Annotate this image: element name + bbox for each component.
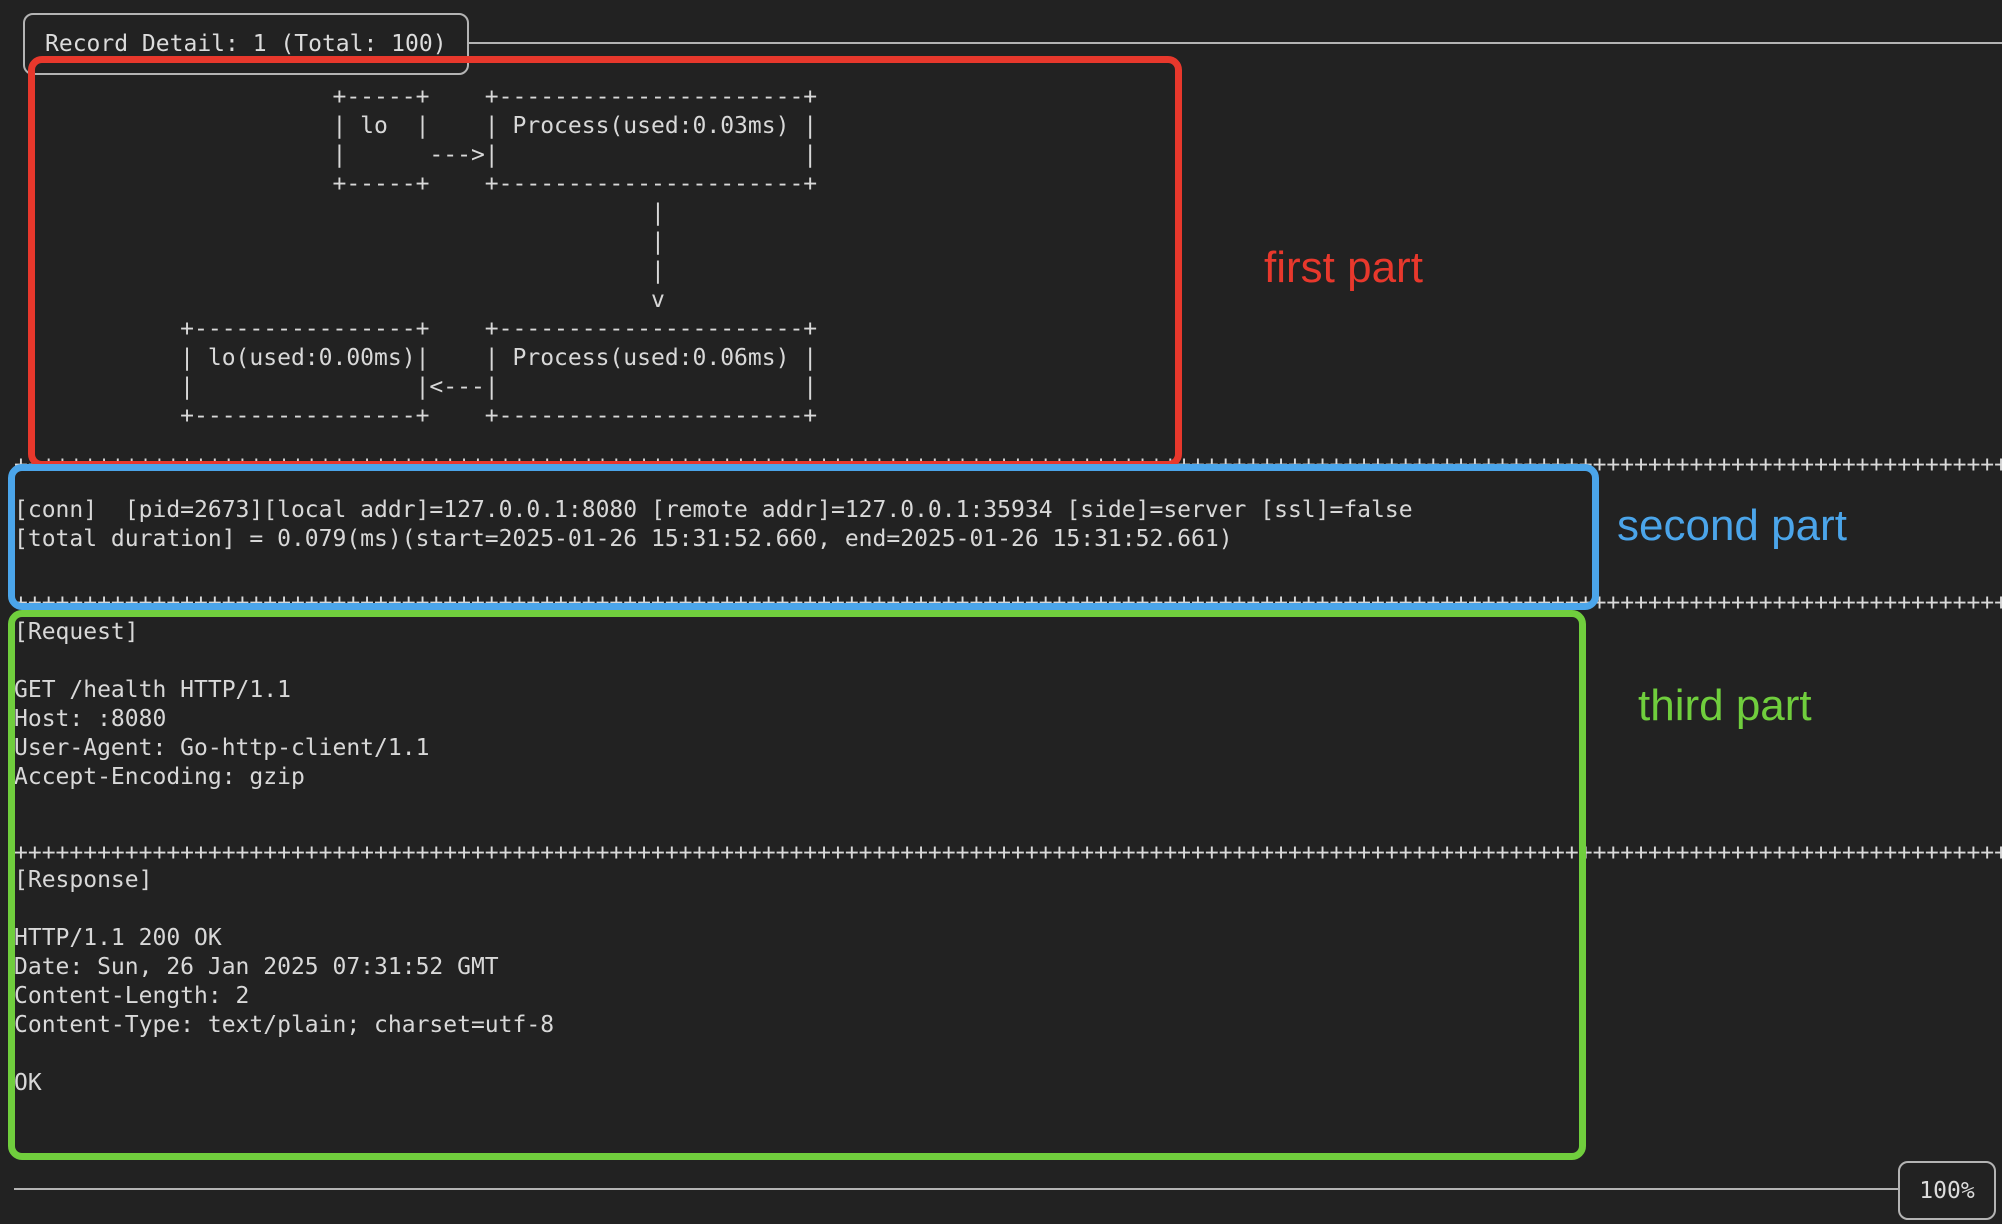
annotation-label-second-part: second part <box>1617 501 1847 550</box>
annotation-box-first-part <box>28 56 1182 468</box>
annotation-box-third-part <box>8 610 1586 1160</box>
response-section: [Response] HTTP/1.1 200 OK Date: Sun, 26… <box>14 867 555 1096</box>
scroll-percent-badge: 100% <box>1898 1161 1996 1220</box>
terminal-bottom-border <box>14 1188 1982 1190</box>
separator-row-3: ++++++++++++++++++++++++++++++++++++++++… <box>14 840 2002 866</box>
scroll-percent-value: 100% <box>1919 1177 1975 1204</box>
annotation-label-third-part: third part <box>1638 681 1812 730</box>
record-detail-title: Record Detail: 1 (Total: 100) <box>23 13 469 75</box>
annotation-label-first-part: first part <box>1264 243 1423 292</box>
request-section: [Request] GET /health HTTP/1.1 Host: :80… <box>14 619 430 790</box>
annotation-box-second-part <box>8 464 1599 610</box>
conn-info: [conn] [pid=2673][local addr]=127.0.0.1:… <box>14 497 1413 552</box>
terminal-top-border <box>23 42 2002 44</box>
record-detail-title-text: Record Detail: 1 (Total: 100) <box>45 31 447 57</box>
flow-diagram: +-----+ +----------------------+ | lo | … <box>180 84 818 429</box>
